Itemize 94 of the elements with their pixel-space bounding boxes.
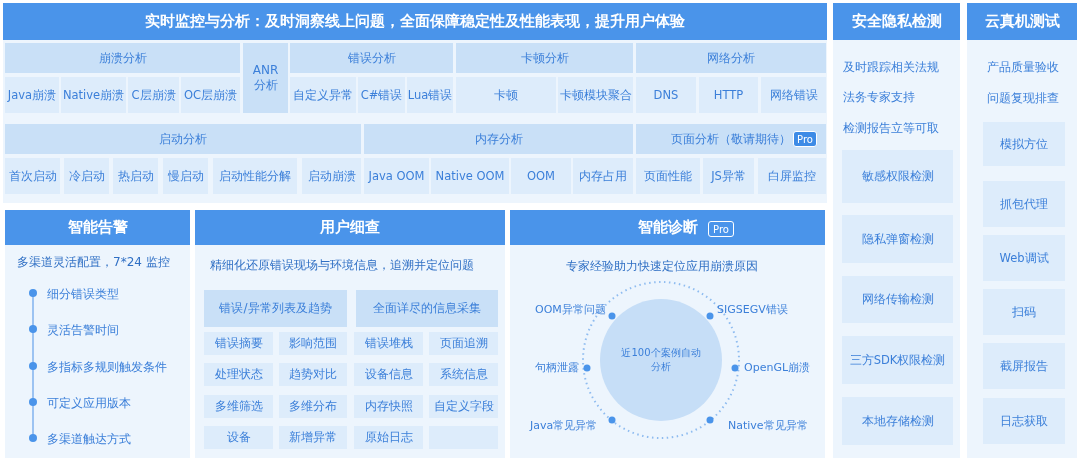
feature-tag: 影响范围 [279,332,347,355]
feature-panel [5,210,190,458]
subtitle-text: 专家经验助力快速定位应用崩溃原因 [566,258,758,275]
feature-tag: 新增异常 [279,426,347,449]
feature-panel [967,3,1077,458]
pro-badge: Pro [708,221,734,237]
feature-tag: 冷启动 [64,158,109,194]
feature-tag: 本地存储检测 [842,397,953,445]
feature-tag: 内存占用 [573,158,633,194]
case-label: 句柄泄露 [535,360,579,375]
feature-tag: 错误堆栈 [354,332,423,355]
feature-tag: Java崩溃 [5,77,59,113]
feature-panel [3,3,827,203]
feature-tag: 启动崩溃 [302,158,361,194]
feature-tag: 内存快照 [354,395,423,418]
feature-tag: 设备 [204,426,273,449]
feature-tag: C层崩溃 [128,77,179,113]
feature-text: 问题复现排查 [987,90,1059,107]
category-header: 错误分析 [290,43,453,73]
category-header [636,124,826,154]
feature-tag: 系统信息 [429,363,498,386]
category-header: 全面详尽的信息采集 [356,290,498,327]
feature-text: 产品质量验收 [987,59,1059,76]
feature-tag: 慢启动 [163,158,208,194]
feature-tag: 原始日志 [354,426,423,449]
feature-tag: OC层崩溃 [181,77,240,113]
list-item: 灵活告警时间 [47,322,119,339]
category-header: 网络分析 [636,43,826,73]
feature-tag: JS异常 [703,158,754,194]
feature-tag: Web调试 [983,235,1065,281]
case-label: Java常见异常 [530,418,598,433]
panel-header: 智能告警 [5,210,190,245]
list-item: 可定义应用版本 [47,395,131,412]
list-item: 细分错误类型 [47,286,119,303]
feature-tag: 自定义字段 [429,395,498,418]
feature-tag: 网络错误 [761,77,826,113]
feature-text: 法务专家支持 [843,89,915,106]
category-header: 崩溃分析 [5,43,240,73]
feature-tag: 抓包代理 [983,181,1065,227]
feature-text: 及时跟踪相关法规 [843,59,939,76]
feature-tag: 错误摘要 [204,332,273,355]
feature-tag: C#错误 [358,77,405,113]
pro-badge: Pro [793,131,817,147]
panel-header: 实时监控与分析：及时洞察线上问题，全面保障稳定性及性能表现，提升用户体验 [3,3,827,40]
category-header: 内存分析 [364,124,633,154]
feature-tag: 页面性能 [636,158,700,194]
subtitle-text: 精细化还原错误现场与环境信息，追溯并定位问题 [210,257,474,274]
feature-tag: 自定义异常 [290,77,356,113]
feature-tag: DNS [636,77,696,113]
panel-header: 用户细查 [195,210,505,245]
feature-tag: 处理状态 [204,363,273,386]
panel-header: 安全隐私检测 [833,3,960,40]
feature-tag: 多维分布 [279,395,347,418]
list-item: 多渠道触达方式 [47,431,131,448]
category-header: ANR 分析 [243,43,288,113]
case-label: SIGSEGV错误 [717,302,788,317]
case-label: OOM异常问题 [535,302,606,317]
subtitle-text: 多渠道灵活配置，7*24 监控 [17,254,170,271]
feature-tag: 日志获取 [983,398,1065,444]
feature-tag: 敏感权限检测 [842,150,953,203]
category-header: 卡顿分析 [456,43,633,73]
header-text: 页面分析（敬请期待） [671,130,791,148]
feature-tag: Native崩溃 [61,77,126,113]
feature-tag: 网络传输检测 [842,276,953,323]
feature-tag: OOM [511,158,571,194]
feature-panel [195,210,505,458]
feature-tag: 隐私弹窗检测 [842,215,953,263]
case-label: OpenGL崩溃 [744,360,811,375]
feature-text: 检测报告立等可取 [843,120,939,137]
feature-tag: 扫码 [983,289,1065,335]
feature-tag: 卡顿 [456,77,556,113]
category-header: 启动分析 [5,124,361,154]
feature-tag: 设备信息 [354,363,423,386]
feature-tag: 首次启动 [5,158,60,194]
feature-tag: Lua错误 [407,77,453,113]
category-header: 错误/异常列表及趋势 [204,290,347,327]
feature-tag: 卡顿模块聚合 [558,77,633,113]
list-item: 多指标多规则触发条件 [47,359,167,376]
feature-tag: 热启动 [113,158,158,194]
feature-panel [833,3,960,458]
feature-tag: 趋势对比 [279,363,347,386]
feature-tag: 截屏报告 [983,343,1065,389]
panel-header: 云真机测试 [967,3,1077,40]
feature-tag: 模拟方位 [983,122,1065,166]
feature-tag: Java OOM [364,158,429,194]
feature-tag: 三方SDK权限检测 [842,336,953,384]
feature-tag: Native OOM [431,158,509,194]
feature-tag: 多维筛选 [204,395,273,418]
feature-panel [510,210,825,458]
feature-tag: 页面追溯 [429,332,498,355]
feature-tag: 白屏监控 [758,158,826,194]
case-label: Native常见异常 [728,418,808,433]
feature-tag: HTTP [699,77,758,113]
feature-tag: 启动性能分解 [213,158,297,194]
